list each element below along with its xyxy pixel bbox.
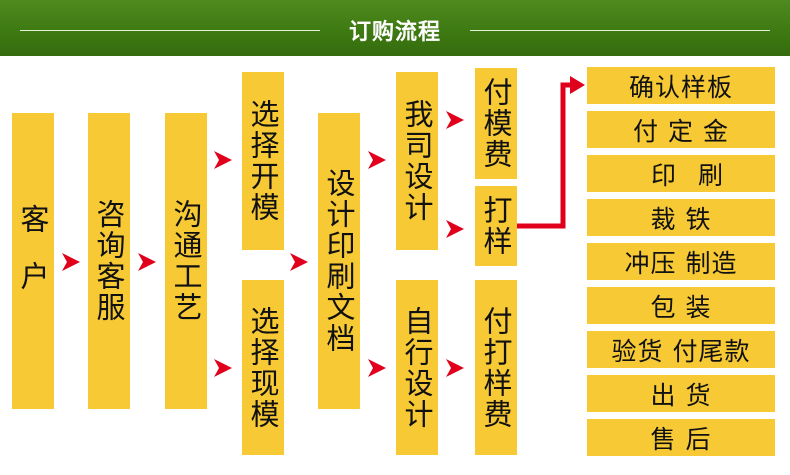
- arrow-connector-head: [570, 76, 585, 94]
- header-banner: 订购流程: [0, 0, 790, 56]
- banner-right-line: [470, 30, 770, 31]
- step-packing: 包 装: [587, 287, 775, 324]
- node-sample-label: 打样: [479, 195, 513, 257]
- step-stamping: 冲压 制造: [587, 243, 775, 280]
- node-customer-label: 客户: [16, 204, 50, 318]
- arrow-customer-consult: [62, 253, 80, 271]
- node-we-design-label: 我司设计: [400, 99, 434, 223]
- node-mold-fee: 付模费: [475, 68, 517, 179]
- arrow-wedesign-moldfee: [446, 111, 464, 129]
- arrow-design-wedesign: [368, 151, 386, 169]
- connector-sample-steps: [517, 82, 573, 229]
- arrow-design-selfdesign: [368, 359, 386, 377]
- arrow-wedesign-sample: [446, 220, 464, 238]
- page-title: 订购流程: [348, 20, 441, 45]
- step-confirm-sample: 确认样板: [587, 67, 775, 104]
- node-new-mold-label: 选择开模: [246, 99, 280, 223]
- node-new-mold: 选择开模: [242, 72, 284, 250]
- step-after-sales: 售 后: [587, 419, 775, 456]
- banner-left-line: [20, 30, 320, 31]
- node-design-print-label: 设计印刷文档: [322, 168, 356, 354]
- node-we-design: 我司设计: [396, 72, 438, 250]
- node-communicate: 沟通工艺: [165, 113, 207, 409]
- node-existing-mold: 选择现模: [242, 280, 284, 455]
- arrow-communicate-existingmold: [214, 359, 232, 377]
- node-consult: 咨询客服: [88, 113, 130, 409]
- step-printing: 印 刷: [587, 155, 775, 192]
- arrow-selfdesign-samplefee: [446, 359, 464, 377]
- node-customer: 客户: [12, 113, 54, 409]
- node-design-print: 设计印刷文档: [318, 113, 360, 409]
- node-self-design: 自行设计: [396, 280, 438, 455]
- arrow-consult-communicate: [138, 253, 156, 271]
- node-consult-label: 咨询客服: [92, 199, 126, 323]
- node-sample: 打样: [475, 186, 517, 266]
- node-sample-fee-label: 付打样费: [479, 305, 513, 430]
- step-shipping: 出 货: [587, 375, 775, 412]
- step-inspect-pay-balance: 验货 付尾款: [587, 331, 775, 368]
- step-pay-deposit: 付 定 金: [587, 111, 775, 148]
- node-self-design-label: 自行设计: [400, 305, 434, 430]
- node-communicate-label: 沟通工艺: [169, 199, 203, 323]
- node-mold-fee-label: 付模费: [479, 77, 513, 170]
- arrow-communicate-newmold: [214, 151, 232, 169]
- step-cut-iron: 裁 铁: [587, 199, 775, 236]
- node-existing-mold-label: 选择现模: [246, 305, 280, 430]
- node-sample-fee: 付打样费: [475, 280, 517, 455]
- arrow-mold-design: [290, 253, 308, 271]
